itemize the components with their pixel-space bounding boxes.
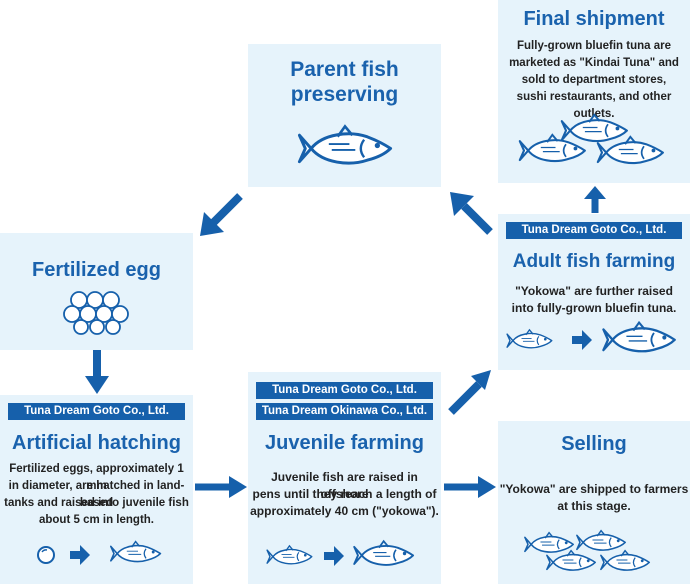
hatch-desc-line3: tanks and raised into juvenile fish [4,497,189,509]
final-title: Final shipment [523,8,665,30]
final-desc-line2: marketed as "Kindai Tuna" and [509,57,679,69]
hatch-desc-line2: in diameter, are hatched in land-based [8,480,185,509]
juvenile-company-tag-1: Tuna Dream Goto Co., Ltd. [256,382,433,399]
small-to-large-fish-icon [506,321,676,353]
artificial-hatching-box: Tuna Dream Goto Co., Ltd. Artificial hat… [0,395,193,584]
final-desc-line1: Fully-grown bluefin tuna are [517,40,671,52]
fish-growth-icon [266,540,415,566]
arrow-juvenile-to-adult [448,370,491,415]
adult-company-tag: Tuna Dream Goto Co., Ltd. [506,222,682,239]
parent-title-line1: Parent fish [290,58,399,81]
fish-school-icon [524,529,651,571]
juvenile-farming-box: Tuna Dream Goto Co., Ltd. Tuna Dream Oki… [248,372,441,584]
final-desc-line3: sold to department stores, [521,74,667,86]
tuna-icon [297,124,393,165]
egg-title: Fertilized egg [32,259,161,281]
hatch-title: Artificial hatching [12,432,181,454]
arrow-parent-to-egg [200,193,243,236]
adult-title: Adult fish farming [512,251,676,272]
arrow-adult-to-parent [450,192,493,235]
juvenile-company-tag-2: Tuna Dream Okinawa Co., Ltd. [256,403,433,420]
arrow-hatching-to-juvenile [195,476,247,498]
juvenile-desc-line3: approximately 40 cm ("yokowa"). [250,504,439,518]
parent-title-line2: preserving [290,83,399,106]
arrow-adult-to-final [584,186,606,213]
final-shipment-box: Final shipment Fully-grown bluefin tuna … [498,0,690,183]
parent-fish-preserving-box: Parent fish preserving [248,44,441,187]
fertilized-egg-box: Fertilized egg [0,233,193,350]
hatch-company-tag: Tuna Dream Goto Co., Ltd. [8,403,185,420]
adult-fish-farming-box: Tuna Dream Goto Co., Ltd. Adult fish far… [498,214,690,370]
egg-cluster-icon [63,291,129,335]
selling-desc-line2: at this stage. [557,499,631,513]
selling-title: Selling [561,433,627,455]
selling-desc-line1: "Yokowa" are shipped to farmers [499,482,689,496]
egg-to-fish-icon [37,540,162,565]
arrow-juvenile-to-selling [444,476,496,498]
juvenile-title: Juvenile farming [265,432,424,454]
tuna-school-icon [518,113,664,165]
selling-box: Selling "Yokowa" are shipped to farmers … [498,421,690,584]
arrow-egg-to-hatching [85,350,109,394]
hatch-desc-line1: Fertilized eggs, approximately 1 mm [9,463,184,492]
juvenile-desc-line1: Juvenile fish are raised in offshore [271,470,418,501]
adult-desc-line2: into fully-grown bluefin tuna. [511,301,677,315]
juvenile-desc-line2: pens until they reach a length of [252,487,437,501]
hatch-desc-line4: about 5 cm in length. [38,514,154,526]
adult-desc-line1: "Yokowa" are further raised [515,284,673,298]
